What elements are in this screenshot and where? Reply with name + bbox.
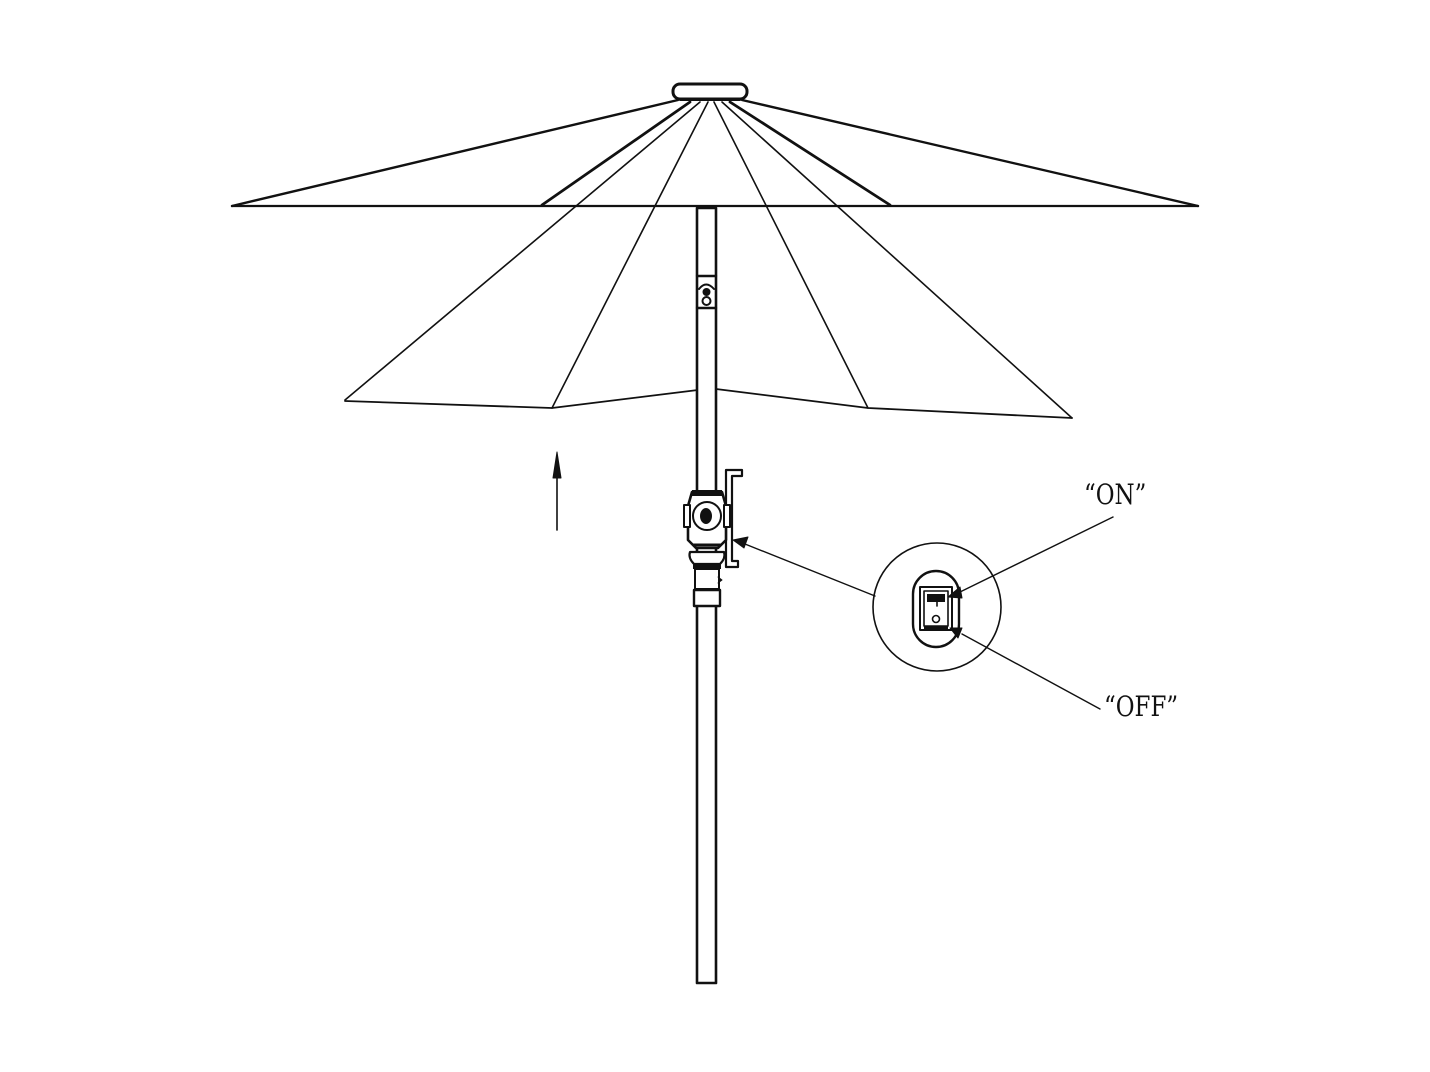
canopy-upper	[230, 98, 1200, 208]
on-label: “ON”	[1084, 478, 1147, 511]
on-leader	[947, 516, 1114, 599]
canopy-top-cap	[671, 82, 749, 101]
tilt-button	[695, 274, 718, 310]
crank-housing	[683, 468, 744, 608]
up-arrow-icon	[552, 451, 562, 531]
switch-detail	[872, 542, 1002, 672]
off-label: “OFF”	[1104, 690, 1179, 723]
off-leader	[949, 627, 1101, 710]
callout-leader	[732, 536, 876, 597]
canopy-ribs	[344, 101, 1073, 419]
